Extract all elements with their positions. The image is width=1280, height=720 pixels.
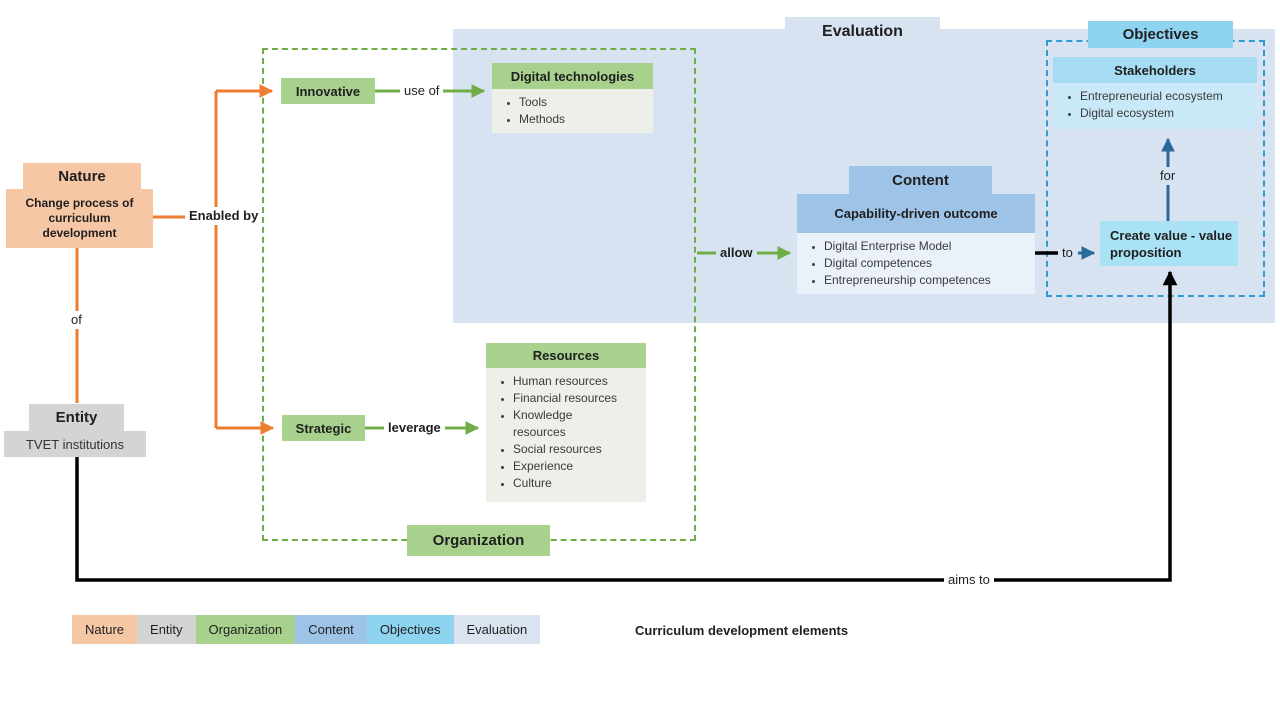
aims-to-label: aims to (944, 571, 994, 589)
organization-box: Organization (407, 525, 550, 556)
enabled-by-label: Enabled by (185, 207, 263, 225)
objectives-title-label: Objectives (1122, 26, 1199, 43)
stakeholders-header: Stakeholders (1053, 57, 1257, 83)
legend-item-content: Content (295, 615, 367, 644)
evaluation-title-label: Evaluation (822, 23, 903, 40)
bullet-item: Entrepreneurial ecosystem (1080, 88, 1255, 105)
nature-title-label: Nature (58, 167, 106, 185)
content-subtitle: Capability-driven outcome (797, 194, 1035, 233)
nature-title: Nature (23, 163, 141, 189)
legend-item-entity: Entity (137, 615, 196, 644)
bullet-item: Digital Enterprise Model (824, 238, 1033, 255)
resources-body: Human resourcesFinancial resourcesKnowle… (486, 368, 646, 502)
bullet-item: Human resources (513, 373, 644, 390)
digital-technologies-list: ToolsMethods (492, 89, 653, 132)
entity-title-label: Entity (55, 409, 98, 426)
strategic-label: Strategic (295, 420, 352, 436)
bullet-item: Knowledge resources (513, 407, 644, 441)
content-title-label: Content (892, 171, 949, 189)
legend-item-organization: Organization (195, 615, 296, 644)
content-list: Digital Enterprise ModelDigital competen… (797, 233, 1035, 293)
innovative-label: Innovative (295, 83, 361, 99)
entity-body: TVET institutions (4, 431, 146, 457)
evaluation-title: Evaluation (785, 17, 940, 47)
use-of-label: use of (400, 82, 444, 100)
stakeholders-title-label: Stakeholders (1114, 62, 1196, 78)
bullet-item: Methods (519, 111, 651, 128)
to-label: to (1058, 244, 1077, 262)
bullet-item: Digital ecosystem (1080, 105, 1255, 122)
digital-technologies-title-label: Digital technologies (510, 68, 635, 84)
for-label: for (1156, 167, 1180, 185)
content-title: Content (849, 166, 992, 194)
create-value-box: Create value - value proposition (1100, 221, 1238, 266)
stakeholders-list: Entrepreneurial ecosystemDigital ecosyst… (1053, 83, 1257, 126)
resources-header: Resources (486, 343, 646, 368)
entity-title: Entity (29, 404, 124, 431)
nature-body-label: Change process of curriculum development (25, 196, 134, 240)
bullet-item: Experience (513, 458, 644, 475)
digital-technologies-body: ToolsMethods (492, 89, 653, 133)
strategic-box: Strategic (282, 415, 365, 441)
of-label: of (67, 311, 86, 329)
nature-body: Change process of curriculum development (6, 189, 153, 248)
bullet-item: Financial resources (513, 390, 644, 407)
leverage-label: leverage (384, 419, 445, 437)
content-body: Digital Enterprise ModelDigital competen… (797, 233, 1035, 294)
stakeholders-body: Entrepreneurial ecosystemDigital ecosyst… (1053, 83, 1257, 129)
bullet-item: Culture (513, 475, 644, 492)
create-value-label: Create value - value proposition (1110, 227, 1233, 260)
digital-technologies-header: Digital technologies (492, 63, 653, 89)
bullet-item: Tools (519, 94, 651, 111)
content-subtitle-label: Capability-driven outcome (834, 206, 998, 221)
legend-item-nature: Nature (72, 615, 138, 644)
legend-item-evaluation: Evaluation (453, 615, 541, 644)
bullet-item: Social resources (513, 441, 644, 458)
innovative-box: Innovative (281, 78, 375, 104)
objectives-title: Objectives (1088, 21, 1233, 48)
legend-item-objectives: Objectives (366, 615, 454, 644)
organization-label: Organization (432, 532, 525, 549)
orange-connectors (75, 84, 275, 435)
bullet-item: Digital competences (824, 255, 1033, 272)
resources-title-label: Resources (532, 348, 600, 363)
entity-body-label: TVET institutions (25, 436, 125, 452)
legend-caption: Curriculum development elements (635, 623, 849, 638)
allow-label: allow (716, 244, 757, 262)
resources-list: Human resourcesFinancial resourcesKnowle… (486, 368, 646, 496)
bullet-item: Entrepreneurship competences (824, 272, 1033, 289)
